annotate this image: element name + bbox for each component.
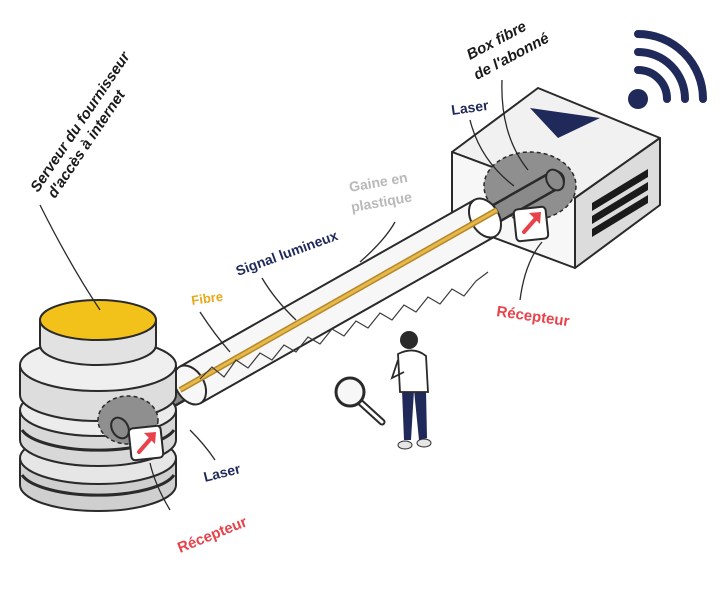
arrow-up-right-icon <box>137 432 156 454</box>
magnifier-icon <box>334 376 386 426</box>
signal-label: Signal lumineux <box>234 227 341 279</box>
wifi-icon <box>628 30 707 109</box>
receiver-right <box>512 205 550 243</box>
fiber-label: Fibre <box>190 289 224 308</box>
light-signal <box>199 271 489 380</box>
receiver-left-label: Récepteur <box>175 513 250 556</box>
server-top <box>39 299 157 341</box>
isp-server <box>19 299 177 512</box>
receiver-left <box>127 424 165 462</box>
server-label-line1: Serveur du fournisseur <box>27 48 134 195</box>
laser-top-label: Laser <box>450 97 490 118</box>
vent-stripes <box>592 169 648 237</box>
fiber-cable <box>108 170 565 438</box>
leader-lines <box>39 79 543 511</box>
laser-bottom-label: Laser <box>202 460 243 485</box>
arrow-up-right-icon <box>522 212 541 234</box>
person-icon <box>390 331 432 450</box>
receiver-right-label: Récepteur <box>495 303 570 330</box>
